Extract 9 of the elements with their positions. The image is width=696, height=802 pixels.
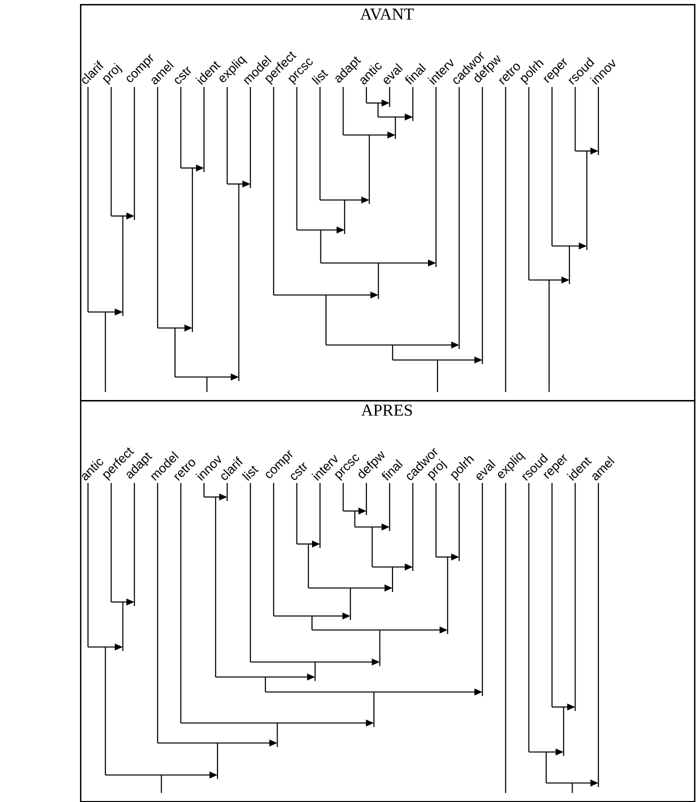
leaf-label: eval — [384, 63, 403, 84]
leaf-label: retro — [498, 64, 520, 85]
leaf-label: list — [242, 466, 259, 481]
leaf-label: eval — [476, 459, 496, 480]
leaf-label: cstr — [290, 462, 308, 480]
leaf-label: final — [405, 63, 426, 85]
leaf-label: final — [382, 459, 403, 481]
leaf-label: list — [312, 70, 328, 85]
leaf-label: cstr — [174, 66, 192, 84]
